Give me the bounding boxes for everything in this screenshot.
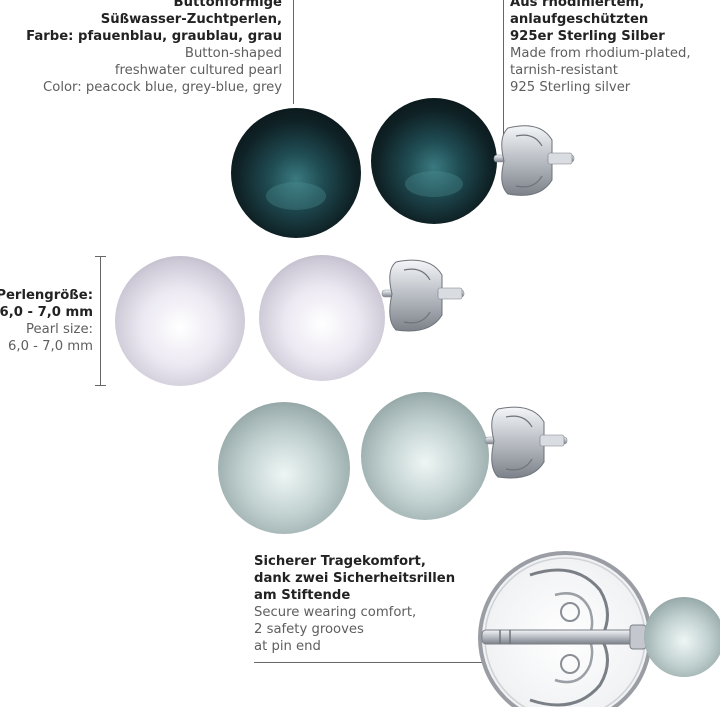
comfort-de-1: Sicherer Tragekomfort, bbox=[254, 554, 426, 569]
comfort-annotation: Sicherer Tragekomfort, dank zwei Sicherh… bbox=[254, 553, 455, 655]
size-de-2: 6,0 - 7,0 mm bbox=[0, 305, 93, 320]
comfort-en-2: 2 safety grooves bbox=[254, 622, 364, 637]
comfort-de-2: dank zwei Sicherheitsrillen bbox=[254, 571, 456, 586]
material-en-3: 925 Sterling silver bbox=[510, 80, 631, 95]
grey-pearl-right bbox=[361, 392, 489, 520]
pearl-type-de-1: Buttonförmige bbox=[173, 0, 282, 10]
comfort-en-3: at pin end bbox=[254, 639, 321, 654]
pearl-type-leader-line bbox=[293, 0, 294, 104]
pearl-type-en-2: freshwater cultured pearl bbox=[114, 63, 282, 78]
butterfly-back-clasp-2 bbox=[381, 259, 465, 332]
size-en-2: 6,0 - 7,0 mm bbox=[8, 339, 93, 354]
comfort-leader-line bbox=[254, 662, 482, 663]
material-de-3: 925er Sterling Silber bbox=[510, 29, 665, 44]
size-bracket-bottom bbox=[95, 385, 106, 386]
material-de-1: Aus rhodiniertem, bbox=[510, 0, 645, 10]
material-leader-line bbox=[503, 0, 504, 140]
pearl-type-de-3: Farbe: pfauenblau, graublau, grau bbox=[26, 29, 282, 44]
size-bracket-top bbox=[95, 256, 106, 257]
peacock-blue-pearl-left bbox=[231, 108, 361, 238]
pearl-type-de-2: Süßwasser-Zuchtperlen, bbox=[100, 12, 282, 27]
magnified-grey-pearl bbox=[644, 597, 720, 677]
magnified-clasp-detail bbox=[481, 568, 647, 707]
size-en-1: Pearl size: bbox=[26, 322, 93, 337]
material-en-1: Made from rhodium-plated, bbox=[510, 46, 691, 61]
size-bracket-vertical bbox=[100, 256, 101, 386]
pearl-type-annotation: Buttonförmige Süßwasser-Zuchtperlen, Far… bbox=[26, 0, 282, 96]
material-annotation: Aus rhodiniertem, anlaufgeschützten 925e… bbox=[510, 0, 691, 96]
size-de-1: Perlengröße: bbox=[0, 288, 93, 303]
comfort-en-1: Secure wearing comfort, bbox=[254, 605, 417, 620]
comfort-de-3: am Stiftende bbox=[254, 588, 351, 603]
pearl-type-en-3: Color: peacock blue, grey-blue, grey bbox=[43, 80, 282, 95]
white-pearl-right bbox=[259, 255, 385, 381]
size-annotation: Perlengröße: 6,0 - 7,0 mm Pearl size: 6,… bbox=[0, 287, 93, 355]
peacock-blue-pearl-right bbox=[371, 98, 497, 224]
butterfly-back-clasp-1 bbox=[493, 125, 575, 196]
grey-pearl-left bbox=[218, 402, 350, 534]
material-en-2: tarnish-resistant bbox=[510, 63, 618, 78]
white-pearl-left bbox=[115, 256, 245, 386]
material-de-2: anlaufgeschützten bbox=[510, 12, 649, 27]
pearl-type-en-1: Button-shaped bbox=[184, 46, 282, 61]
butterfly-back-clasp-3 bbox=[484, 406, 568, 479]
